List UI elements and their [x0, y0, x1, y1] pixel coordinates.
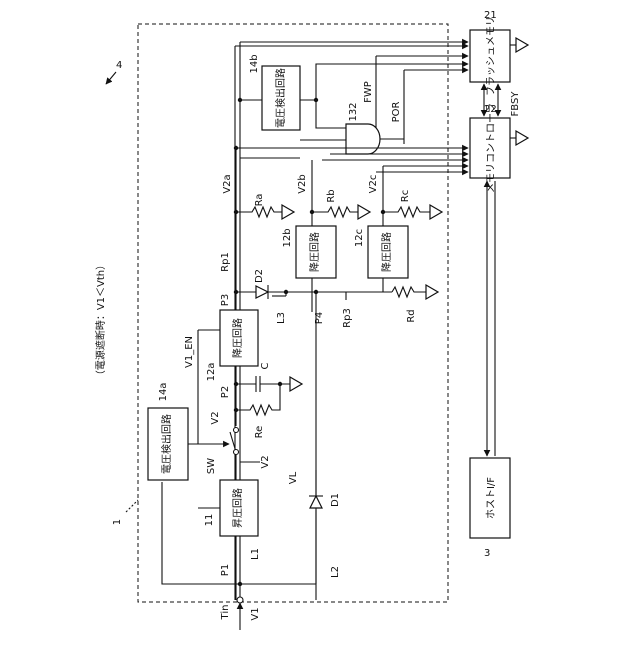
flash-ground-symbol	[516, 38, 528, 52]
sw-label: SW	[206, 458, 217, 474]
l3-label: L3	[276, 312, 287, 324]
v2b-label: V2b	[297, 174, 308, 194]
buck-converter-b-label: 降圧回路	[308, 232, 321, 272]
rd-label: Rd	[406, 309, 417, 322]
por-label: POR	[391, 102, 402, 123]
boost-converter-label: 昇圧回路	[231, 488, 244, 528]
boost-converter-ref: 11	[204, 514, 215, 527]
buck-converter-c-label: 降圧回路	[380, 232, 393, 272]
fwp-label: FWP	[363, 81, 374, 103]
condition-note: （電源遮断時：V1＜Vth）	[94, 260, 107, 380]
capacitor-c	[256, 376, 260, 392]
flash-memory-label: フラッシュメモリ	[485, 16, 497, 96]
buck-converter-a: 降圧回路 12a V1_EN	[184, 310, 258, 381]
p4-label: P4	[314, 312, 325, 324]
figure-ref-4-arrow	[106, 72, 116, 84]
memory-controller-ref: 22	[484, 104, 497, 115]
v2-upper-label: V2	[210, 411, 221, 424]
memory-controller-label: メモリコントローラ	[485, 103, 497, 193]
controller-host-bus	[487, 181, 495, 456]
buck-converter-b: 降圧回路 12b	[282, 226, 336, 312]
and-gate-ref: 132	[348, 102, 359, 121]
voltage-detector-b: 電圧検出回路 14b	[249, 54, 300, 130]
p2-capacitor-resistor: P2 C Re V2	[210, 362, 302, 438]
rb-label: Rb	[326, 189, 337, 202]
p3-rail: P3 D2 Rp1 L3 P4 Rp3 Rd	[220, 226, 438, 600]
l1-label: L1	[250, 548, 261, 560]
v2c-label: V2c	[368, 175, 379, 194]
system-ref-1: 1	[112, 519, 123, 525]
system-ref-1-leader	[126, 500, 138, 512]
rc-label: Rc	[400, 190, 411, 202]
voltage-detector-b-label: 電圧検出回路	[274, 68, 287, 128]
buck-converter-c: 降圧回路 12c	[354, 226, 408, 292]
v2-lower-label: V2	[260, 455, 271, 468]
fbsy-label: FBSY	[510, 91, 521, 117]
d2-label: D2	[254, 269, 265, 283]
ra-label: Ra	[254, 194, 265, 207]
host-if-label: ホストI/F	[485, 477, 497, 519]
host-if-block: ホストI/F 3	[470, 458, 510, 559]
voltage-detector-a-ref: 14a	[158, 383, 169, 402]
rp3-label: Rp3	[342, 308, 353, 328]
re-label: Re	[254, 426, 265, 439]
p3-label: P3	[220, 294, 231, 306]
buck-converter-c-ref: 12c	[354, 229, 365, 247]
tin-label: Tin	[220, 605, 231, 621]
host-if-ref: 3	[484, 548, 490, 559]
v1-en-label: V1_EN	[184, 336, 195, 368]
resistor-ra: Ra V2a	[222, 148, 294, 226]
l2-label: L2	[330, 566, 341, 578]
vl-label: VL	[288, 471, 299, 484]
p2-label: P2	[220, 386, 231, 398]
flash-memory-block: フラッシュメモリ 21	[470, 10, 528, 96]
diode-d2	[256, 286, 268, 298]
d1-label: D1	[330, 493, 341, 507]
rp1-label: Rp1	[220, 252, 231, 272]
p1-label: P1	[220, 564, 231, 576]
voltage-detector-b-ref: 14b	[249, 54, 260, 73]
diode-d1	[310, 496, 322, 508]
buck-converter-a-label: 降圧回路	[231, 318, 244, 358]
resistor-rb: Rb V2b	[297, 160, 370, 226]
c-label: C	[260, 362, 271, 369]
figure-ref-4: 4	[116, 60, 122, 71]
flash-memory-ref: 21	[484, 10, 497, 21]
buck-converter-a-ref: 12a	[206, 363, 217, 382]
v1-label: V1	[250, 607, 261, 620]
boost-converter: 昇圧回路 11	[198, 480, 258, 600]
resistor-rc: Rc V2c	[368, 166, 442, 226]
buck-converter-b-ref: 12b	[282, 228, 293, 247]
controller-ground-symbol	[516, 131, 528, 145]
voltage-detector-a-label: 電圧検出回路	[160, 414, 173, 474]
v2a-label: V2a	[222, 174, 233, 193]
